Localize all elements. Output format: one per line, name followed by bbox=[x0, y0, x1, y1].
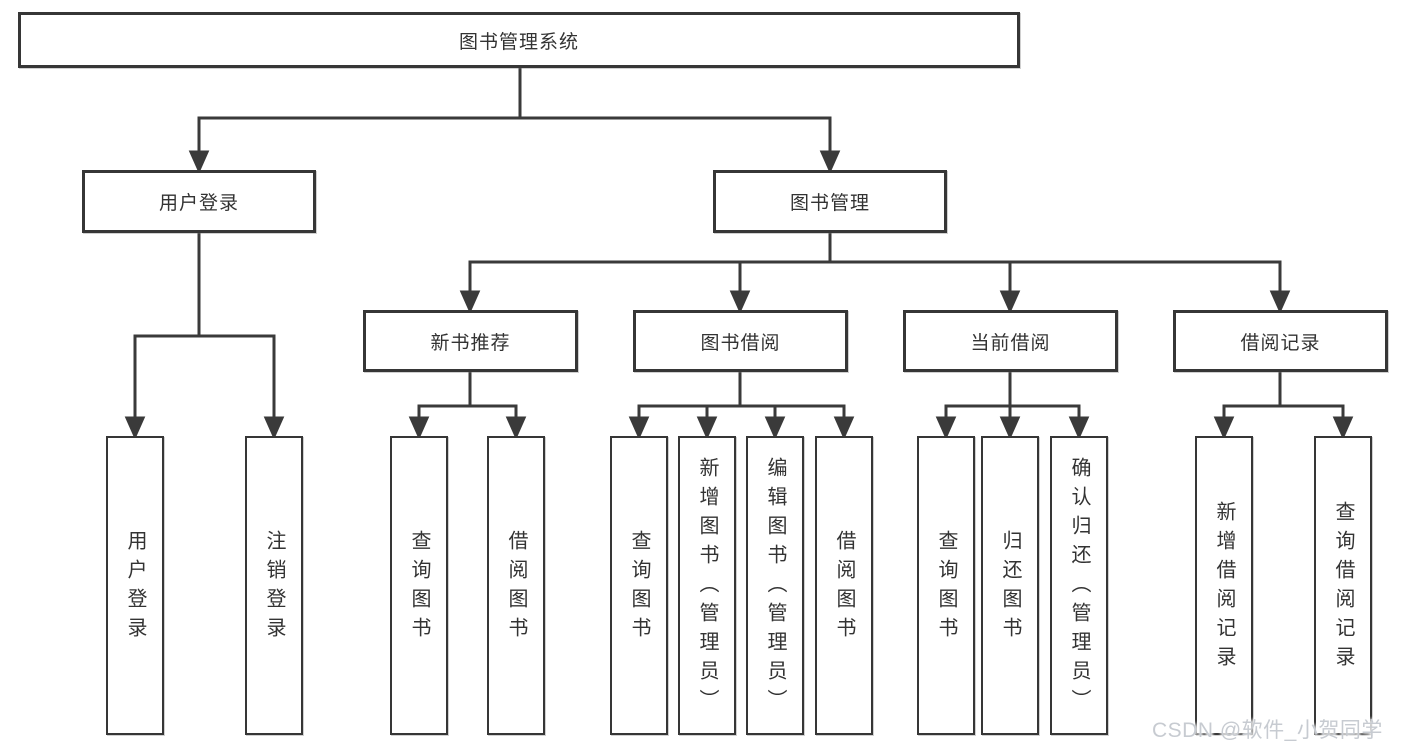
leaf-add-books-admin: 新增图书（管理员） bbox=[678, 436, 736, 735]
leaf-user-login: 用户登录 bbox=[106, 436, 164, 735]
connector-book-management-to-level3 bbox=[459, 233, 1291, 314]
leaf-return-books: 归还图书 bbox=[981, 436, 1039, 735]
connector-new-book-to-leaves bbox=[408, 372, 527, 440]
node-current-borrowing: 当前借阅 bbox=[903, 310, 1118, 372]
node-root-system: 图书管理系统 bbox=[18, 12, 1020, 68]
leaf-query-borrow-record: 查询借阅记录 bbox=[1314, 436, 1372, 735]
leaf-query-books-recommend: 查询图书 bbox=[390, 436, 448, 735]
leaf-edit-books-admin: 编辑图书（管理员） bbox=[746, 436, 804, 735]
connector-root-to-level2 bbox=[188, 68, 841, 174]
leaf-logout: 注销登录 bbox=[245, 436, 303, 735]
node-new-book-recommendation: 新书推荐 bbox=[363, 310, 578, 372]
node-user-login: 用户登录 bbox=[82, 170, 316, 233]
watermark: CSDN @软件_小贺同学 bbox=[1152, 719, 1383, 742]
connector-user-login-to-leaves bbox=[124, 233, 285, 440]
node-book-management: 图书管理 bbox=[713, 170, 947, 233]
node-borrowing-records: 借阅记录 bbox=[1173, 310, 1388, 372]
leaf-borrow-books: 借阅图书 bbox=[815, 436, 873, 735]
leaf-query-books-current: 查询图书 bbox=[917, 436, 975, 735]
node-book-borrowing: 图书借阅 bbox=[633, 310, 848, 372]
connector-book-borrow-to-leaves bbox=[628, 372, 855, 440]
leaf-add-borrow-record: 新增借阅记录 bbox=[1195, 436, 1253, 735]
leaf-confirm-return-admin: 确认归还（管理员） bbox=[1050, 436, 1108, 735]
leaf-query-books-borrow: 查询图书 bbox=[610, 436, 668, 735]
connector-current-borrow-to-leaves bbox=[935, 372, 1090, 440]
connector-borrow-records-to-leaves bbox=[1213, 372, 1354, 440]
leaf-borrow-books-recommend: 借阅图书 bbox=[487, 436, 545, 735]
